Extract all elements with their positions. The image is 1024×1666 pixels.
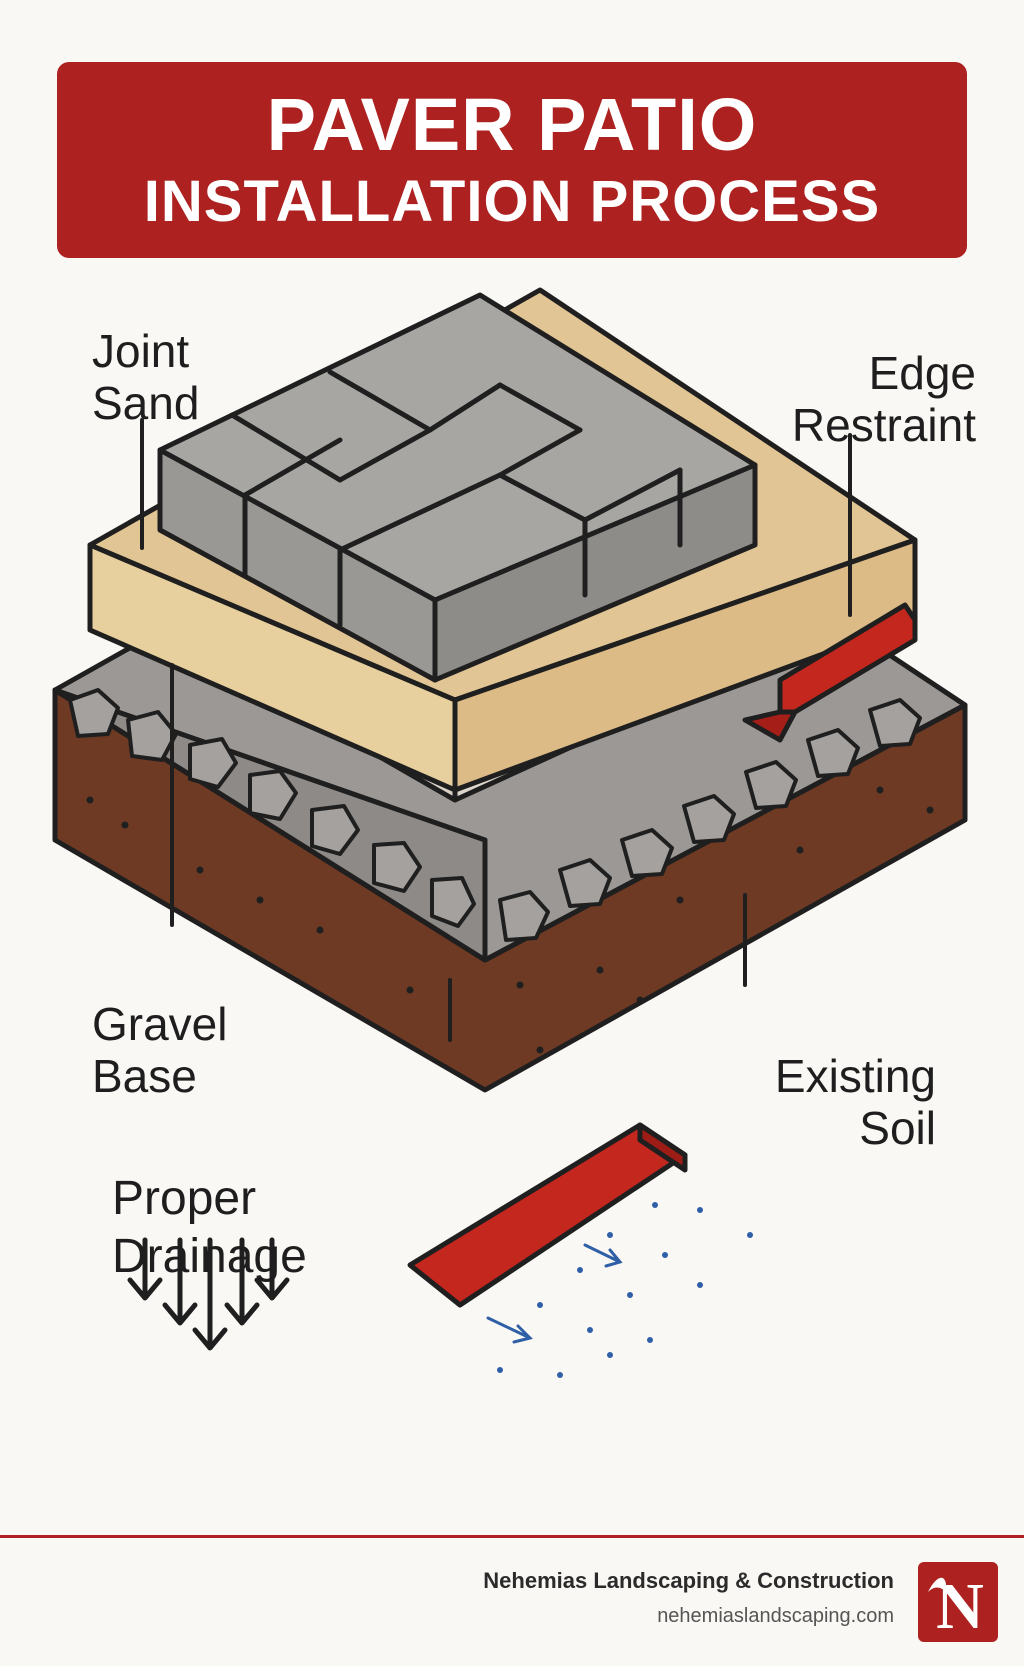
loose-edge-restraint [407, 1122, 688, 1308]
company-logo-icon: N [918, 1562, 998, 1642]
footer-divider [0, 1535, 1024, 1538]
proper-drainage-label: Proper Drainage [112, 1172, 307, 1283]
title-line-1: PAVER PATIO [266, 83, 758, 166]
drainage-arrows [127, 1237, 290, 1351]
water-flow-arrows [486, 1243, 623, 1344]
joint-sand-label: Joint Sand [92, 325, 200, 429]
edge-restraint [742, 602, 918, 743]
company-url[interactable]: nehemiaslandscaping.com [657, 1605, 894, 1627]
title-line-2: INSTALLATION PROCESS [143, 169, 881, 234]
soil-dots [86, 786, 934, 1054]
paver-block [157, 292, 758, 683]
gravel-stones [68, 688, 922, 942]
edge-restraint-label: Edge Restraint [791, 347, 976, 451]
title-banner: PAVER PATIO INSTALLATION PROCESS [57, 62, 967, 258]
leader-lines [140, 418, 852, 1042]
company-name: Nehemias Landscaping & Construction [483, 1568, 894, 1593]
water-drops [497, 1202, 753, 1378]
gravel-base-label: Gravel Base [92, 998, 228, 1102]
existing-soil-label: Existing Soil [774, 1050, 936, 1154]
